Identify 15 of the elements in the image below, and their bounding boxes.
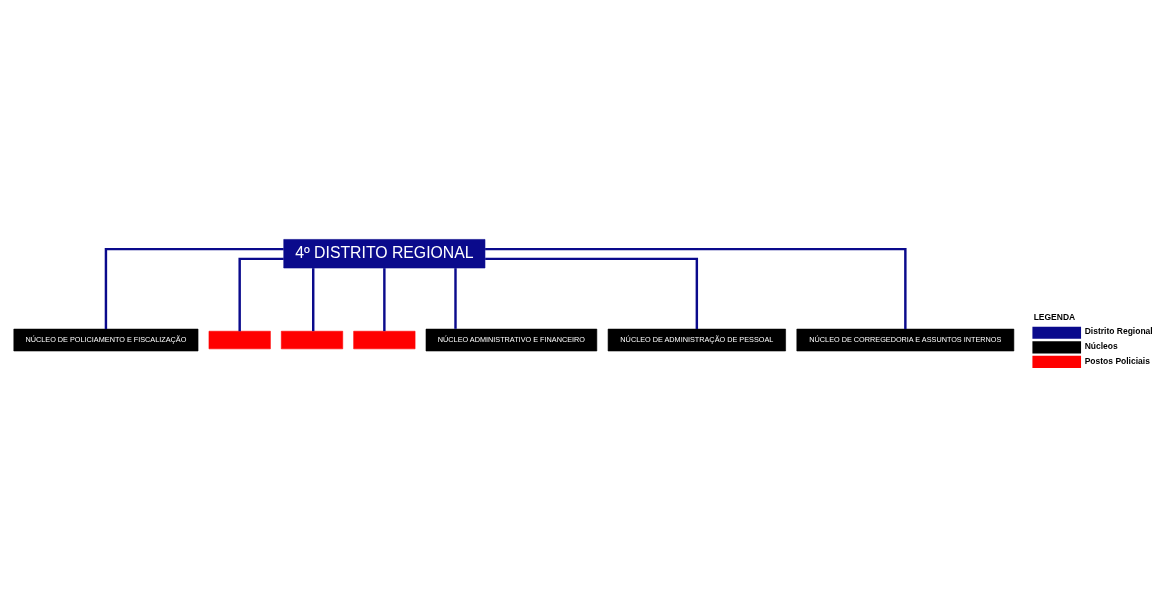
node-bar: [208, 330, 271, 350]
connector: [485, 247, 907, 330]
legend-label: Postos Policiais: [1084, 355, 1150, 366]
node-bar: [281, 330, 344, 350]
connector: [238, 257, 284, 332]
connector: [485, 257, 699, 330]
connector: [383, 268, 386, 332]
label: LEGENDA: [1033, 312, 1076, 323]
connector: [312, 268, 315, 332]
node-bar: [353, 330, 416, 350]
node-box: 4º DISTRITO REGIONAL: [283, 239, 486, 269]
connector: [454, 268, 457, 329]
connector: [104, 247, 284, 330]
legend-label: Núcleos: [1084, 340, 1118, 351]
legend-label: Distrito Regional: [1084, 326, 1153, 337]
